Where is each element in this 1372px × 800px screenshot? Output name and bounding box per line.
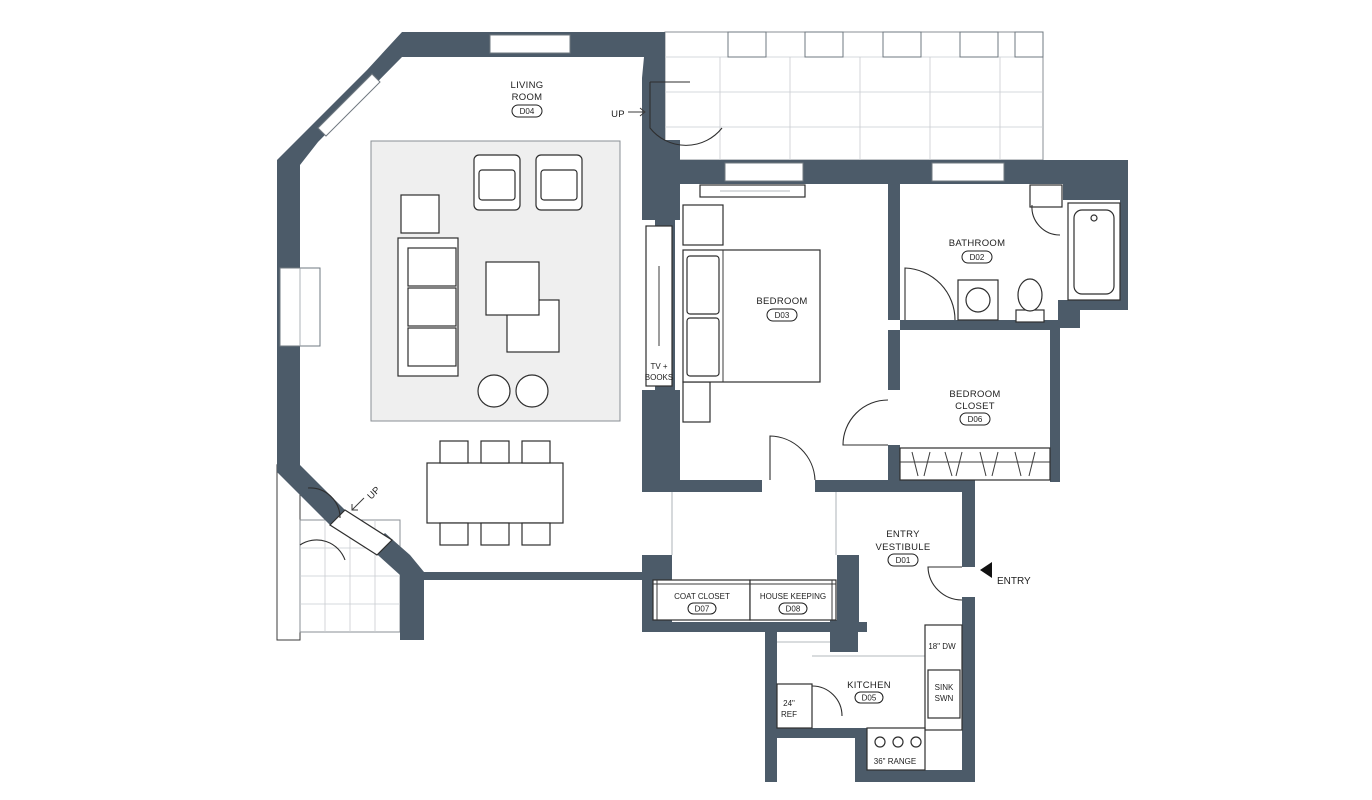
entry-door [927,566,963,601]
bed [682,249,821,383]
entry-vestibule: ENTRY ENTRY VESTIBULE D01 [671,492,1031,601]
closet-door [842,399,889,446]
nightstand-top [682,204,724,246]
sink-label-1: SINK [935,683,954,692]
walls [277,32,1128,782]
dining-table [426,440,564,546]
living-window-top [489,34,571,54]
bathroom-cabinet [1029,184,1063,208]
entry-arrow-icon [980,562,992,578]
terrace-door [649,82,723,146]
bedroom-closet: BEDROOM CLOSET D06 [899,389,1051,481]
nightstand-bottom [682,381,711,423]
sink-label-2: SWN [935,694,954,703]
up-label-top: UP [611,109,625,120]
living-room-code: D04 [520,107,535,116]
bathtub [1067,202,1121,301]
tv-books-label-1: TV + [650,362,667,371]
bathroom-window [931,162,1005,182]
range [866,727,926,771]
up-label-lower: UP [365,484,383,502]
kitchen-code: D05 [862,694,877,703]
coat-closet-code: D07 [695,605,710,614]
coffee-table-large [485,261,540,316]
bedroom-window [724,162,804,182]
bathroom-door [904,267,956,321]
living-window-diagonal [317,73,381,137]
bedroom-door [769,435,816,481]
bathroom-label: BATHROOM [949,238,1006,249]
bathroom-code: D02 [970,253,985,262]
tv-cabinet [645,225,673,387]
bedroom-closet-code: D06 [968,415,983,424]
entry-vestibule-label-1: ENTRY [886,529,920,540]
entry-vestibule-label-2: VESTIBULE [876,542,931,553]
diagonal-door [299,487,393,561]
sofa [397,237,459,377]
sink [957,279,999,321]
bedroom: BEDROOM D03 [682,162,889,481]
closets: COAT CLOSET D07 HOUSE KEEPING D08 [652,579,837,621]
pouf-left [477,374,511,408]
kitchen-sink [927,669,961,719]
side-stair-landing [276,464,401,641]
side-table [400,194,440,234]
entry-vestibule-code: D01 [896,556,911,565]
ref-label-2: REF [781,710,797,719]
armchair-left [473,154,521,211]
bedroom-label: BEDROOM [756,296,807,307]
kitchen: 18" DW SINK SWN 24" REF 36" RANGE KITCHE… [776,624,963,771]
bedroom-closet-label-1: BEDROOM [949,389,1000,400]
entry-label: ENTRY [997,576,1031,587]
living-room: LIVING ROOM D04 UP UP TV + BOOKS [279,34,723,561]
house-keeping-code: D08 [786,605,801,614]
coat-closet-label: COAT CLOSET [674,592,730,601]
dishwasher-label: 18" DW [928,642,956,651]
living-room-label-1: LIVING [511,80,544,91]
range-label: 36" RANGE [874,757,916,766]
refrigerator [776,683,813,729]
terrace [664,31,1044,161]
bathroom: BATHROOM D02 [904,162,1121,323]
bedroom-closet-label-2: CLOSET [955,401,995,412]
ref-label-1: 24" [783,699,795,708]
armchair-right [535,154,583,211]
tv-books-label-2: BOOKS [645,373,673,382]
pouf-right [515,374,549,408]
living-room-label-2: ROOM [512,92,543,103]
house-keeping-label: HOUSE KEEPING [760,592,826,601]
closet-rod [899,447,1051,481]
toilet [1015,278,1045,323]
bedroom-code: D03 [775,311,790,320]
kitchen-label: KITCHEN [847,680,891,691]
